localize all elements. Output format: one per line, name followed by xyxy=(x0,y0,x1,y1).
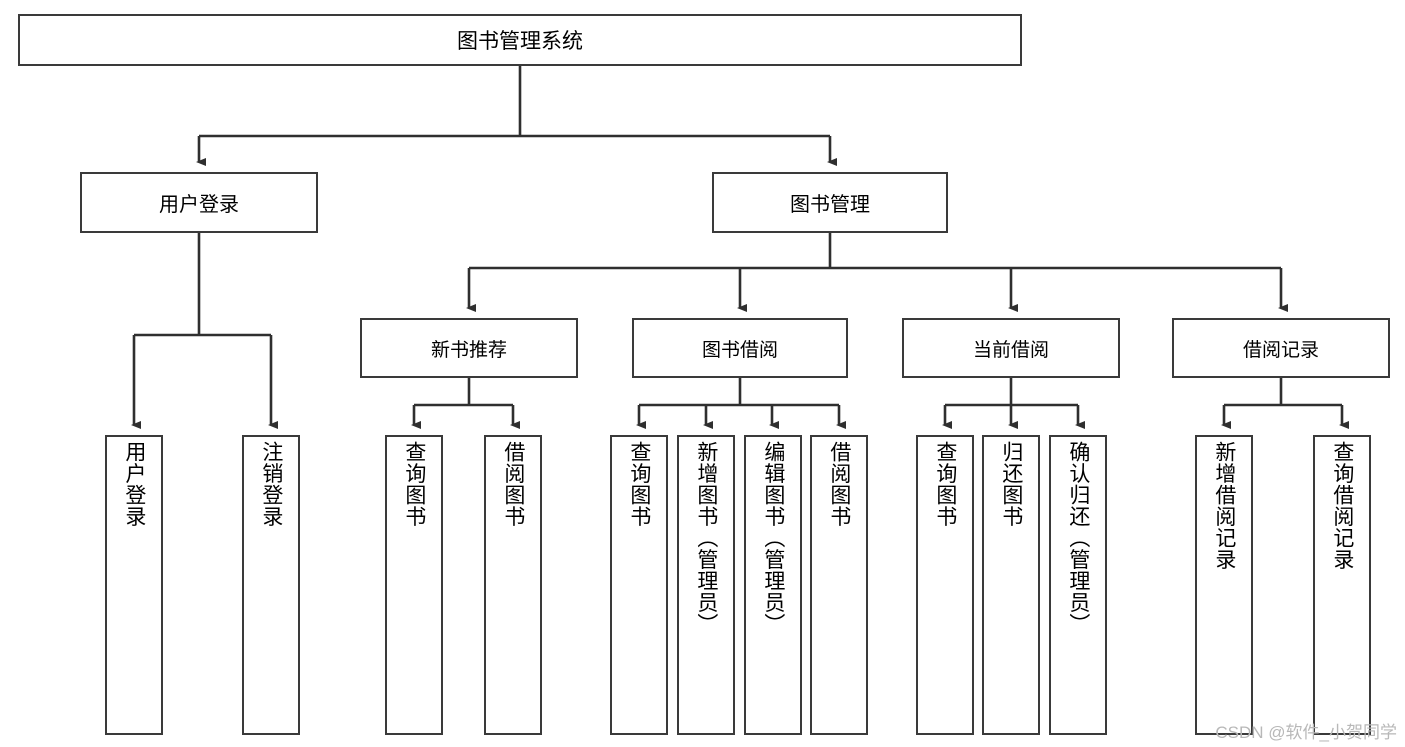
node-new-book-recommend-label: 新书推荐 xyxy=(430,339,507,361)
node-root-label: 图书管理系统 xyxy=(457,30,583,53)
leaf-label: 注销登录 xyxy=(259,441,283,527)
node-borrow-record[interactable]: 借阅记录 xyxy=(1172,318,1390,378)
leaf-label: 查询借阅记录 xyxy=(1330,441,1354,570)
leaf-label: 用户登录 xyxy=(122,441,146,527)
node-current-borrow-label: 当前借阅 xyxy=(972,339,1049,361)
leaf-user-login-signout[interactable]: 注销登录 xyxy=(242,435,300,735)
leaf-label: 新增图书（管理员） xyxy=(694,441,718,635)
node-borrow-record-label: 借阅记录 xyxy=(1242,339,1319,361)
leaf-label: 归还图书 xyxy=(999,441,1023,527)
node-new-book-recommend[interactable]: 新书推荐 xyxy=(360,318,578,378)
leaf-borrow-query-book[interactable]: 查询图书 xyxy=(610,435,668,735)
leaf-label: 查询图书 xyxy=(402,441,426,527)
leaf-borrow-add-book-admin[interactable]: 新增图书（管理员） xyxy=(677,435,735,735)
leaf-current-confirm-return-admin[interactable]: 确认归还（管理员） xyxy=(1049,435,1107,735)
node-book-management[interactable]: 图书管理 xyxy=(712,172,948,233)
leaf-label: 查询图书 xyxy=(627,441,651,527)
leaf-label: 借阅图书 xyxy=(827,441,851,527)
leaf-borrow-edit-book-admin[interactable]: 编辑图书（管理员） xyxy=(744,435,802,735)
leaf-recommend-borrow-book[interactable]: 借阅图书 xyxy=(484,435,542,735)
node-user-login-label: 用户登录 xyxy=(159,194,239,216)
leaf-current-return-book[interactable]: 归还图书 xyxy=(982,435,1040,735)
node-user-login[interactable]: 用户登录 xyxy=(80,172,318,233)
leaf-label: 查询图书 xyxy=(933,441,957,527)
node-root-system[interactable]: 图书管理系统 xyxy=(18,14,1022,66)
node-book-borrow-label: 图书借阅 xyxy=(701,339,778,361)
leaf-label: 确认归还（管理员） xyxy=(1066,441,1090,635)
leaf-user-login-signin[interactable]: 用户登录 xyxy=(105,435,163,735)
leaf-label: 编辑图书（管理员） xyxy=(761,441,785,635)
node-current-borrow[interactable]: 当前借阅 xyxy=(902,318,1120,378)
node-book-borrow[interactable]: 图书借阅 xyxy=(632,318,848,378)
leaf-current-query-book[interactable]: 查询图书 xyxy=(916,435,974,735)
leaf-recommend-query-book[interactable]: 查询图书 xyxy=(385,435,443,735)
leaf-label: 借阅图书 xyxy=(501,441,525,527)
node-book-management-label: 图书管理 xyxy=(790,194,870,216)
leaf-label: 新增借阅记录 xyxy=(1212,441,1236,570)
leaf-borrow-borrow-book[interactable]: 借阅图书 xyxy=(810,435,868,735)
leaf-record-query-record[interactable]: 查询借阅记录 xyxy=(1313,435,1371,735)
leaf-record-add-record[interactable]: 新增借阅记录 xyxy=(1195,435,1253,735)
watermark-text: CSDN @软件_小贺同学 xyxy=(1215,723,1397,742)
